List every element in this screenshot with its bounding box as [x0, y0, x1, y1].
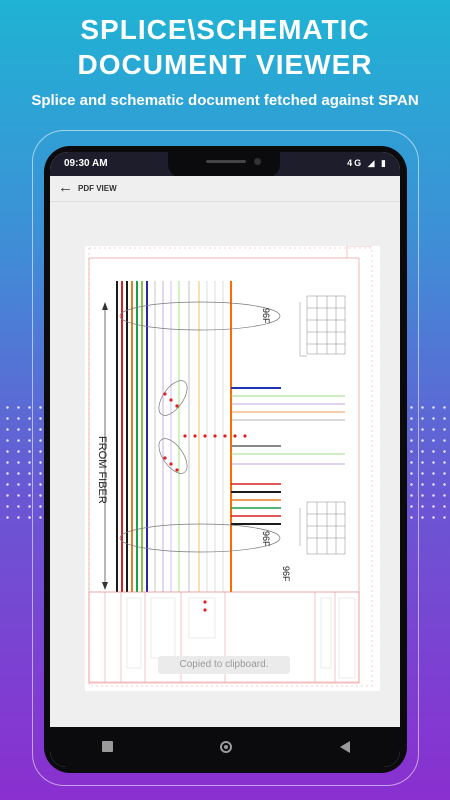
battery-icon: ▮ [381, 158, 388, 168]
bundle-ellipse-top [119, 301, 281, 331]
legend-dot-1 [203, 600, 207, 604]
signal-icon: ◢ [367, 158, 377, 168]
network-label: 4G [347, 158, 364, 168]
promo-subtitle: Splice and schematic document fetched ag… [31, 92, 419, 109]
phone-outline [32, 130, 419, 786]
splice-point [213, 434, 217, 438]
arrow-up-icon [102, 302, 108, 310]
decorative-dots-right [406, 402, 450, 522]
speaker-grille [206, 160, 246, 163]
circle-home-icon[interactable] [220, 741, 232, 753]
splice-ellipse-2 [158, 438, 188, 474]
schematic-drawing: FROM FIBER 96F 96F 96F [88, 245, 373, 687]
label-from-fiber: FROM FIBER [96, 436, 108, 504]
triangle-back-icon[interactable] [340, 741, 350, 753]
splice-point [203, 434, 207, 438]
splice-ellipse-1 [158, 380, 188, 416]
status-bar: 09:30 AM 4G ◢ ▮ [50, 152, 400, 178]
frame-outer [88, 257, 360, 684]
splice-point [169, 398, 173, 402]
pdf-page[interactable]: FROM FIBER 96F 96F 96F [85, 245, 380, 691]
decorative-dots-left [2, 402, 46, 522]
headline-line-1: SPLICE\SCHEMATIC [80, 14, 370, 45]
splice-point [175, 468, 179, 472]
splice-point [193, 434, 197, 438]
fiber-bundle [116, 281, 232, 592]
status-icons: 4G ◢ ▮ [347, 158, 388, 169]
splice-point [163, 392, 167, 396]
splice-point [175, 404, 179, 408]
splice-point [233, 434, 237, 438]
splice-table-top [306, 295, 346, 355]
arrow-down-icon [102, 582, 108, 590]
navigation-bar [50, 727, 400, 767]
app-bar-title: PDF VIEW [78, 184, 117, 193]
front-camera [254, 158, 261, 165]
pdf-viewer[interactable]: FROM FIBER 96F 96F 96F [50, 202, 400, 727]
splice-fibers [231, 387, 345, 525]
promo-headline: SPLICE\SCHEMATIC DOCUMENT VIEWER [0, 12, 450, 82]
splice-table-bottom [306, 501, 346, 555]
square-icon[interactable] [102, 741, 113, 752]
splice-point [223, 434, 227, 438]
phone-screen: 09:30 AM 4G ◢ ▮ ← PDF VIEW [50, 152, 400, 767]
splice-point [183, 434, 187, 438]
camera-notch [168, 152, 280, 178]
bundle-ellipse-bottom [119, 523, 281, 553]
frame-ticks [88, 247, 373, 687]
arrow-left-icon[interactable]: ← [58, 179, 73, 196]
toast-message: Copied to clipboard. [158, 656, 290, 674]
label-96f-mid: 96F [261, 531, 271, 547]
headline-line-2: DOCUMENT VIEWER [77, 49, 373, 80]
splice-point [163, 456, 167, 460]
legend-dot-2 [203, 608, 207, 612]
splice-points [163, 392, 247, 472]
status-time: 09:30 AM [64, 158, 108, 169]
app-bar: ← PDF VIEW [50, 176, 400, 202]
label-96f-top: 96F [261, 308, 271, 324]
splice-point [243, 434, 247, 438]
label-96f-bottom: 96F [281, 566, 291, 582]
splice-point [169, 462, 173, 466]
